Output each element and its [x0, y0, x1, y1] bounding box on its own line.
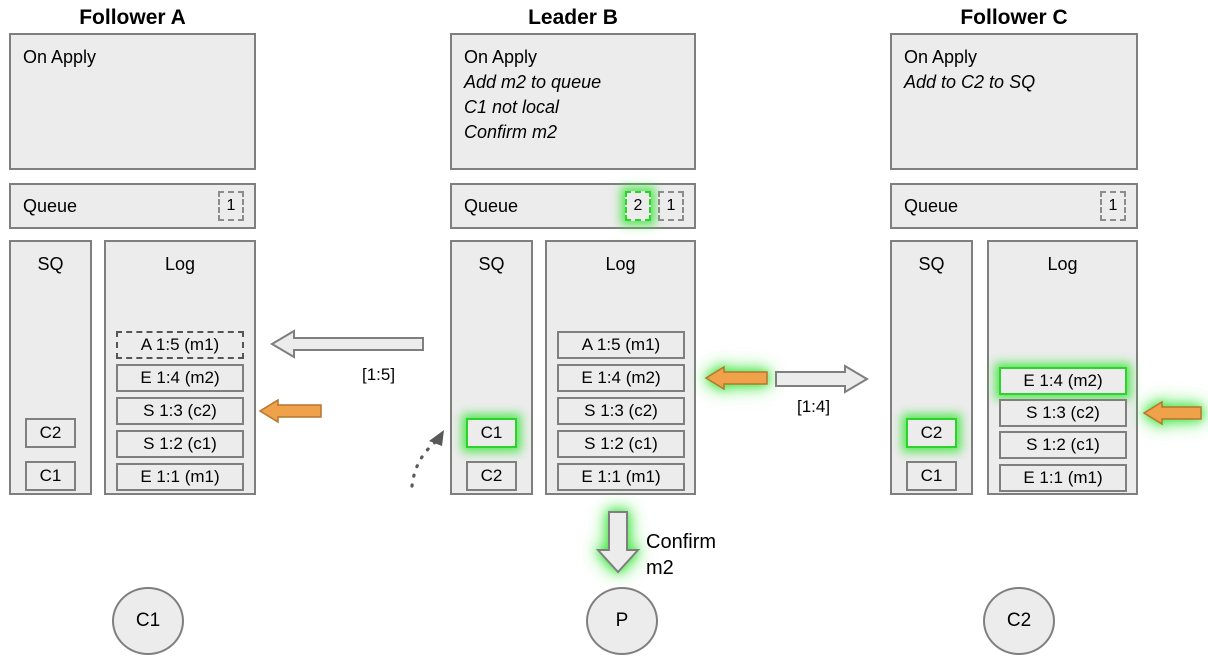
log-entry: E 1:1 (m1)	[116, 463, 244, 491]
log-entry: A 1:5 (m1)	[116, 331, 244, 359]
replicate-arrow-to-follower-c	[775, 364, 869, 394]
sq-column-follower-c: SQ	[890, 240, 973, 495]
log-entry: E 1:1 (m1)	[557, 463, 685, 491]
sq-item: C1	[466, 418, 517, 448]
on-apply-line: Confirm m2	[464, 122, 558, 142]
sq-item: C2	[466, 461, 517, 491]
commit-arrow-follower-c	[1142, 400, 1202, 426]
node-title-follower-a: Follower A	[79, 6, 186, 29]
queue-badge: 1	[1100, 191, 1126, 221]
commit-arrow-leader-b	[704, 365, 768, 391]
client-ellipse-c1: C1	[112, 587, 184, 655]
confirm-label-line2: m2	[646, 557, 674, 579]
log-entry: S 1:2 (c1)	[557, 430, 685, 458]
node-title-follower-c: Follower C	[960, 6, 1068, 29]
queue-label: Queue	[904, 195, 959, 216]
client-ellipse-c2: C2	[983, 587, 1055, 655]
log-entry: E 1:4 (m2)	[557, 364, 685, 392]
sq-item: C2	[906, 418, 957, 448]
on-apply-panel-follower-a: On Apply	[9, 33, 256, 170]
queue-panel-leader-b: Queue 2 1	[450, 183, 696, 229]
replicate-arrow-to-follower-a	[270, 329, 424, 359]
on-apply-line: C1 not local	[464, 97, 560, 117]
log-entry: S 1:3 (c2)	[999, 399, 1127, 427]
queue-badge: 1	[218, 191, 244, 221]
log-entry: E 1:4 (m2)	[116, 364, 244, 392]
on-apply-panel-follower-c: On Apply Add to C2 to SQ	[890, 33, 1138, 170]
log-header: Log	[605, 254, 636, 274]
on-apply-header: On Apply	[464, 47, 538, 67]
queue-badges: 2 1	[625, 191, 684, 221]
on-apply-line: Add to C2 to SQ	[904, 72, 1036, 92]
queue-label: Queue	[23, 195, 78, 216]
log-entry: E 1:1 (m1)	[999, 464, 1127, 492]
sq-header: SQ	[918, 254, 945, 274]
log-entry: S 1:2 (c1)	[999, 431, 1127, 459]
on-apply-header: On Apply	[904, 47, 978, 67]
sq-item: C1	[25, 461, 76, 491]
queue-label: Queue	[464, 195, 519, 216]
on-apply-header: On Apply	[23, 47, 97, 67]
queue-panel-follower-a: Queue 1	[9, 183, 256, 229]
client-ellipse-p: P	[586, 587, 658, 655]
log-entry: S 1:2 (c1)	[116, 430, 244, 458]
sq-header: SQ	[478, 254, 505, 274]
confirm-label-line1: Confirm	[646, 531, 717, 553]
log-entry: A 1:5 (m1)	[557, 331, 685, 359]
on-apply-panel-leader-b: On Apply Add m2 to queue C1 not local Co…	[450, 33, 696, 170]
queue-badge: 1	[658, 191, 684, 221]
queue-badges: 1	[1100, 191, 1126, 221]
node-title-leader-b: Leader B	[528, 6, 618, 29]
queue-panel-follower-c: Queue 1	[890, 183, 1138, 229]
confirm-down-arrow	[595, 511, 641, 574]
commit-arrow-follower-a	[258, 398, 322, 424]
log-header: Log	[164, 254, 196, 274]
sq-insert-dotted-arrow	[410, 430, 444, 488]
log-entry: S 1:3 (c2)	[116, 397, 244, 425]
sq-column-leader-b: SQ	[450, 240, 533, 495]
replicate-arrow-label-c: [1:4]	[797, 397, 831, 416]
sq-header: SQ	[37, 254, 64, 274]
replicate-arrow-label-a: [1:5]	[362, 365, 396, 384]
log-entry: S 1:3 (c2)	[557, 397, 685, 425]
sq-column-follower-a: SQ	[9, 240, 92, 495]
queue-badge: 2	[625, 191, 651, 221]
sq-item: C2	[25, 418, 76, 448]
log-entry: E 1:4 (m2)	[999, 367, 1127, 395]
queue-badges: 1	[218, 191, 244, 221]
log-header: Log	[1047, 254, 1078, 274]
sq-item: C1	[906, 461, 957, 491]
on-apply-line: Add m2 to queue	[464, 72, 602, 92]
